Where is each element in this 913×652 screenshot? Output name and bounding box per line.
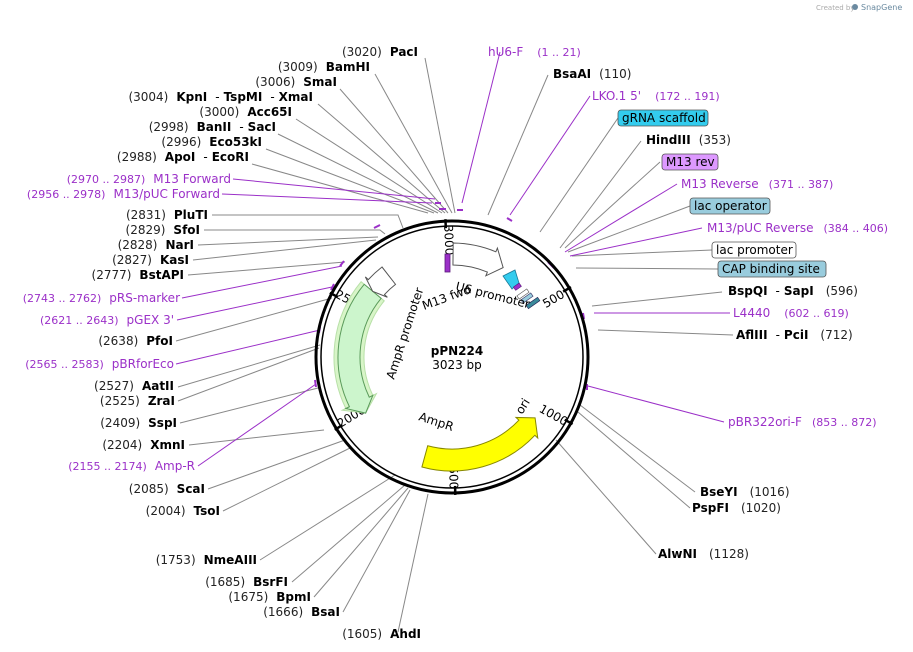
feature-label-ori: ori <box>513 396 533 417</box>
enzyme-labels-right: BsaAI(110) HindIII(353) BspQI-SapI(596) … <box>553 67 858 561</box>
svg-text:CAP binding site: CAP binding site <box>722 262 820 276</box>
feature-arrow-u6-promoter <box>452 242 504 277</box>
svg-text:lac promoter: lac promoter <box>716 243 793 257</box>
svg-text:(2565 .. 2583)pBRforEco: (2565 .. 2583)pBRforEco <box>25 357 174 371</box>
svg-text:(3000)Acc65I: (3000)Acc65I <box>199 105 292 119</box>
svg-text:(2970 .. 2987)M13 Forward: (2970 .. 2987)M13 Forward <box>67 172 231 186</box>
svg-text:(1675)BpmI: (1675)BpmI <box>228 590 311 604</box>
feature-box-lac-promoter: lac promoter <box>711 241 797 259</box>
svg-text:(3009)BamHI: (3009)BamHI <box>278 60 370 74</box>
svg-text:(1685)BsrFI: (1685)BsrFI <box>205 575 288 589</box>
svg-text:LKO.1 5'(172 .. 191): LKO.1 5'(172 .. 191) <box>592 89 720 103</box>
svg-text:(2204)XmnI: (2204)XmnI <box>102 438 185 452</box>
svg-text:AflIII-PciI(712): AflIII-PciI(712) <box>736 328 853 342</box>
svg-text:M13 Reverse(371 .. 387): M13 Reverse(371 .. 387) <box>681 177 833 191</box>
cap-binding-mark <box>525 296 541 310</box>
backbone-outer <box>314 219 590 495</box>
svg-text:(3020)PacI: (3020)PacI <box>342 45 418 59</box>
svg-text:BspQI-SapI(596): BspQI-SapI(596) <box>728 284 858 298</box>
features <box>333 242 539 472</box>
svg-text:BsaAI(110): BsaAI(110) <box>553 67 631 81</box>
tick-label-1000: 1000 <box>537 402 571 429</box>
feature-label-m13fwd: M13 fwd <box>420 282 473 313</box>
credit-brand: SnapGene <box>861 3 902 12</box>
svg-text:(2831)PluTI: (2831)PluTI <box>126 208 208 222</box>
svg-text:(2525)ZraI: (2525)ZraI <box>100 394 175 408</box>
feature-arrow-ori <box>421 416 539 472</box>
svg-text:(2996)Eco53kI: (2996)Eco53kI <box>161 135 262 149</box>
feature-box-m13-rev: M13 rev <box>661 153 719 171</box>
feature-label-ampr: AmpR <box>417 410 455 434</box>
svg-text:BseYI(1016): BseYI(1016) <box>700 485 790 499</box>
svg-text:(2085)ScaI: (2085)ScaI <box>129 482 205 496</box>
svg-text:(2527)AatII: (2527)AatII <box>94 379 174 393</box>
svg-text:(2956 .. 2978)M13/pUC Forward: (2956 .. 2978)M13/pUC Forward <box>27 187 220 201</box>
svg-text:(2828)NarI: (2828)NarI <box>118 238 194 252</box>
lac-operator-mark <box>520 292 534 304</box>
credit-prefix: Created by <box>816 4 855 12</box>
svg-text:(2829)SfoI: (2829)SfoI <box>126 223 200 237</box>
plasmid-name: pPN224 <box>431 344 483 358</box>
svg-text:(2155 .. 2174)Amp-R: (2155 .. 2174)Amp-R <box>68 459 195 473</box>
tick-mark-2000 <box>334 423 344 431</box>
svg-text:(3004)KpnI-TspMI-XmaI: (3004)KpnI-TspMI-XmaI <box>128 90 313 104</box>
backbone-inner <box>320 225 584 489</box>
small-features <box>444 253 541 310</box>
svg-text:(2621 .. 2643)pGEX 3': (2621 .. 2643)pGEX 3' <box>40 313 174 327</box>
primer-marks <box>314 202 588 390</box>
plasmid-size: 3023 bp <box>432 358 482 372</box>
svg-text:(2638)PfoI: (2638)PfoI <box>98 334 173 348</box>
tick-mark-500 <box>562 285 572 293</box>
svg-text:L4440(602 .. 619): L4440(602 .. 619) <box>733 306 849 320</box>
lac-promoter-mark <box>516 288 530 300</box>
svg-text:pBR322ori-F(853 .. 872): pBR322ori-F(853 .. 872) <box>728 415 877 429</box>
tick-mark-2500 <box>329 291 339 299</box>
svg-text:(2409)SspI: (2409)SspI <box>100 416 177 430</box>
svg-text:(1666)BsaI: (1666)BsaI <box>263 605 340 619</box>
feature-box-grna-scaffold: gRNA scaffold <box>617 109 709 127</box>
feature-arrow-ampr <box>337 283 382 414</box>
svg-text:HindIII(353): HindIII(353) <box>646 133 731 147</box>
svg-text:(1753)NmeAIII: (1753)NmeAIII <box>156 553 257 567</box>
svg-text:(2998)BanII-SacI: (2998)BanII-SacI <box>149 120 276 134</box>
m13-fwd-mark <box>444 253 451 273</box>
feature-box-lac-operator: lac operator <box>689 197 771 215</box>
svg-text:M13/pUC Reverse(384 .. 406): M13/pUC Reverse(384 .. 406) <box>707 221 888 235</box>
feature-box-cap-binding-site: CAP binding site <box>717 260 827 278</box>
svg-text:(2004)TsoI: (2004)TsoI <box>146 504 220 518</box>
svg-text:(2743 .. 2762)pRS-marker: (2743 .. 2762)pRS-marker <box>23 291 180 305</box>
svg-text:(3006)SmaI: (3006)SmaI <box>255 75 337 89</box>
svg-text:gRNA scaffold: gRNA scaffold <box>622 111 706 125</box>
feature-arrow-ampr-promoter <box>364 266 397 298</box>
enzyme-labels-left: (3020)PacI (3009)BamHI (3006)SmaI (3004)… <box>92 45 421 641</box>
svg-text:AlwNI(1128): AlwNI(1128) <box>658 547 749 561</box>
svg-text:(2988)ApoI-EcoRI: (2988)ApoI-EcoRI <box>117 150 249 164</box>
svg-text:PspFI(1020): PspFI(1020) <box>692 501 781 515</box>
m13-rev-mark <box>512 282 522 291</box>
svg-text:(1605)AhdI: (1605)AhdI <box>342 627 421 641</box>
feature-label-ampr-promoter: AmpR promoter <box>384 286 427 381</box>
snapgene-logo-icon <box>852 4 858 10</box>
svg-text:(2777)BstAPI: (2777)BstAPI <box>92 268 184 282</box>
svg-text:M13 rev: M13 rev <box>666 155 715 169</box>
tick-mark-1000 <box>564 418 574 426</box>
svg-text:(2827)KasI: (2827)KasI <box>112 253 189 267</box>
leader-lines <box>175 51 734 633</box>
svg-text:hU6-F(1 .. 21): hU6-F(1 .. 21) <box>488 45 581 59</box>
svg-text:lac operator: lac operator <box>694 199 767 213</box>
primer-labels: hU6-F(1 .. 21) LKO.1 5'(172 .. 191) M13 … <box>23 45 888 473</box>
